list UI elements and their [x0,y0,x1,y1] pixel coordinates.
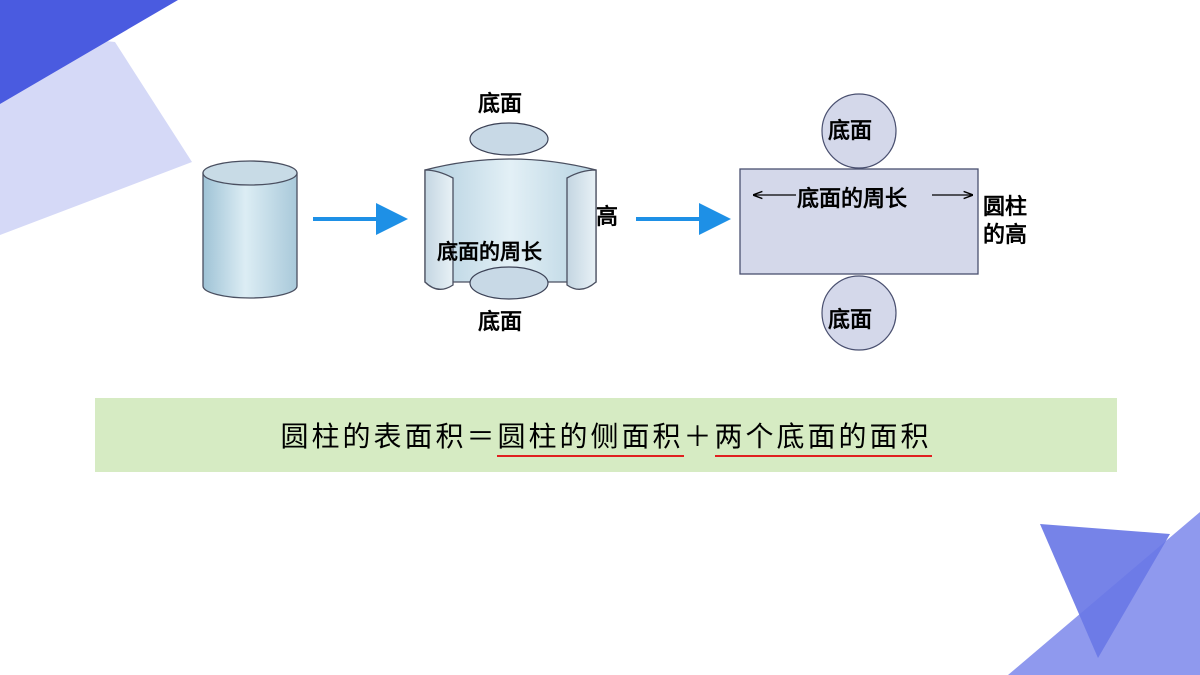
top-base-disc [469,122,549,156]
left-flap [424,169,454,290]
net-bottom-circle [821,275,897,351]
net-top-base-label: 底面 [828,119,873,144]
top-base-label: 底面 [478,92,523,117]
formula-plus: ＋ [683,420,715,453]
bottom-base-label: 底面 [478,310,523,335]
formula-box: 圆柱的表面积＝圆柱的侧面积＋两个底面的面积 [95,398,1117,472]
cylinder-net [739,93,979,351]
corner-decoration-light [0,30,192,235]
height-label: 高 [596,205,619,230]
formula-equals: ＝ [466,420,498,453]
formula-lateral-area: 圆柱的侧面积 [497,420,684,457]
net-bottom-base-label: 底面 [828,308,873,333]
unrolling-cylinder [424,122,597,300]
corner-decoration-dark [0,0,178,104]
net-rectangle [739,168,979,275]
net-top-circle [821,93,897,169]
net-circumference-label: 底面的周长 [797,187,908,212]
closed-cylinder [202,160,298,299]
formula-base-areas: 两个底面的面积 [714,420,932,457]
formula-lhs: 圆柱的表面积 [280,420,467,453]
corner-decoration-br-dark [1040,524,1170,658]
bottom-base-disc [469,266,549,300]
surface-area-formula: 圆柱的表面积＝圆柱的侧面积＋两个底面的面积 [95,415,1117,457]
right-flap [566,169,597,290]
net-height-label: 圆柱 的高 [983,195,1028,248]
circumference-label: 底面的周长 [437,240,542,264]
